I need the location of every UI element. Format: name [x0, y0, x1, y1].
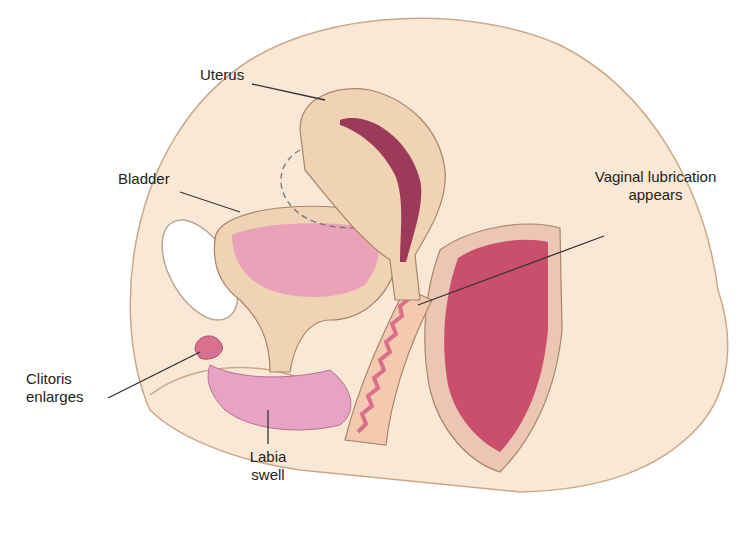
labia [208, 365, 351, 430]
leader-line [180, 192, 240, 212]
uterine-cavity [340, 118, 421, 262]
leader-line [418, 236, 604, 305]
clitoris [195, 336, 222, 359]
leader-line [252, 84, 325, 100]
rectum-wall [425, 224, 562, 472]
rectum [444, 240, 548, 452]
part-label: Clitoris enlarges [26, 370, 108, 406]
uterus [300, 89, 445, 300]
part-label: Vaginal lubrication appears [588, 168, 723, 204]
vaginal-lining [358, 298, 410, 432]
part-label: Bladder [118, 170, 188, 188]
leader-line [267, 410, 268, 444]
leader-line [108, 352, 200, 398]
part-label: Uterus [200, 66, 260, 84]
bladder-interior [232, 223, 379, 297]
body-outline [130, 18, 727, 492]
part-label: Labia swell [234, 448, 302, 484]
